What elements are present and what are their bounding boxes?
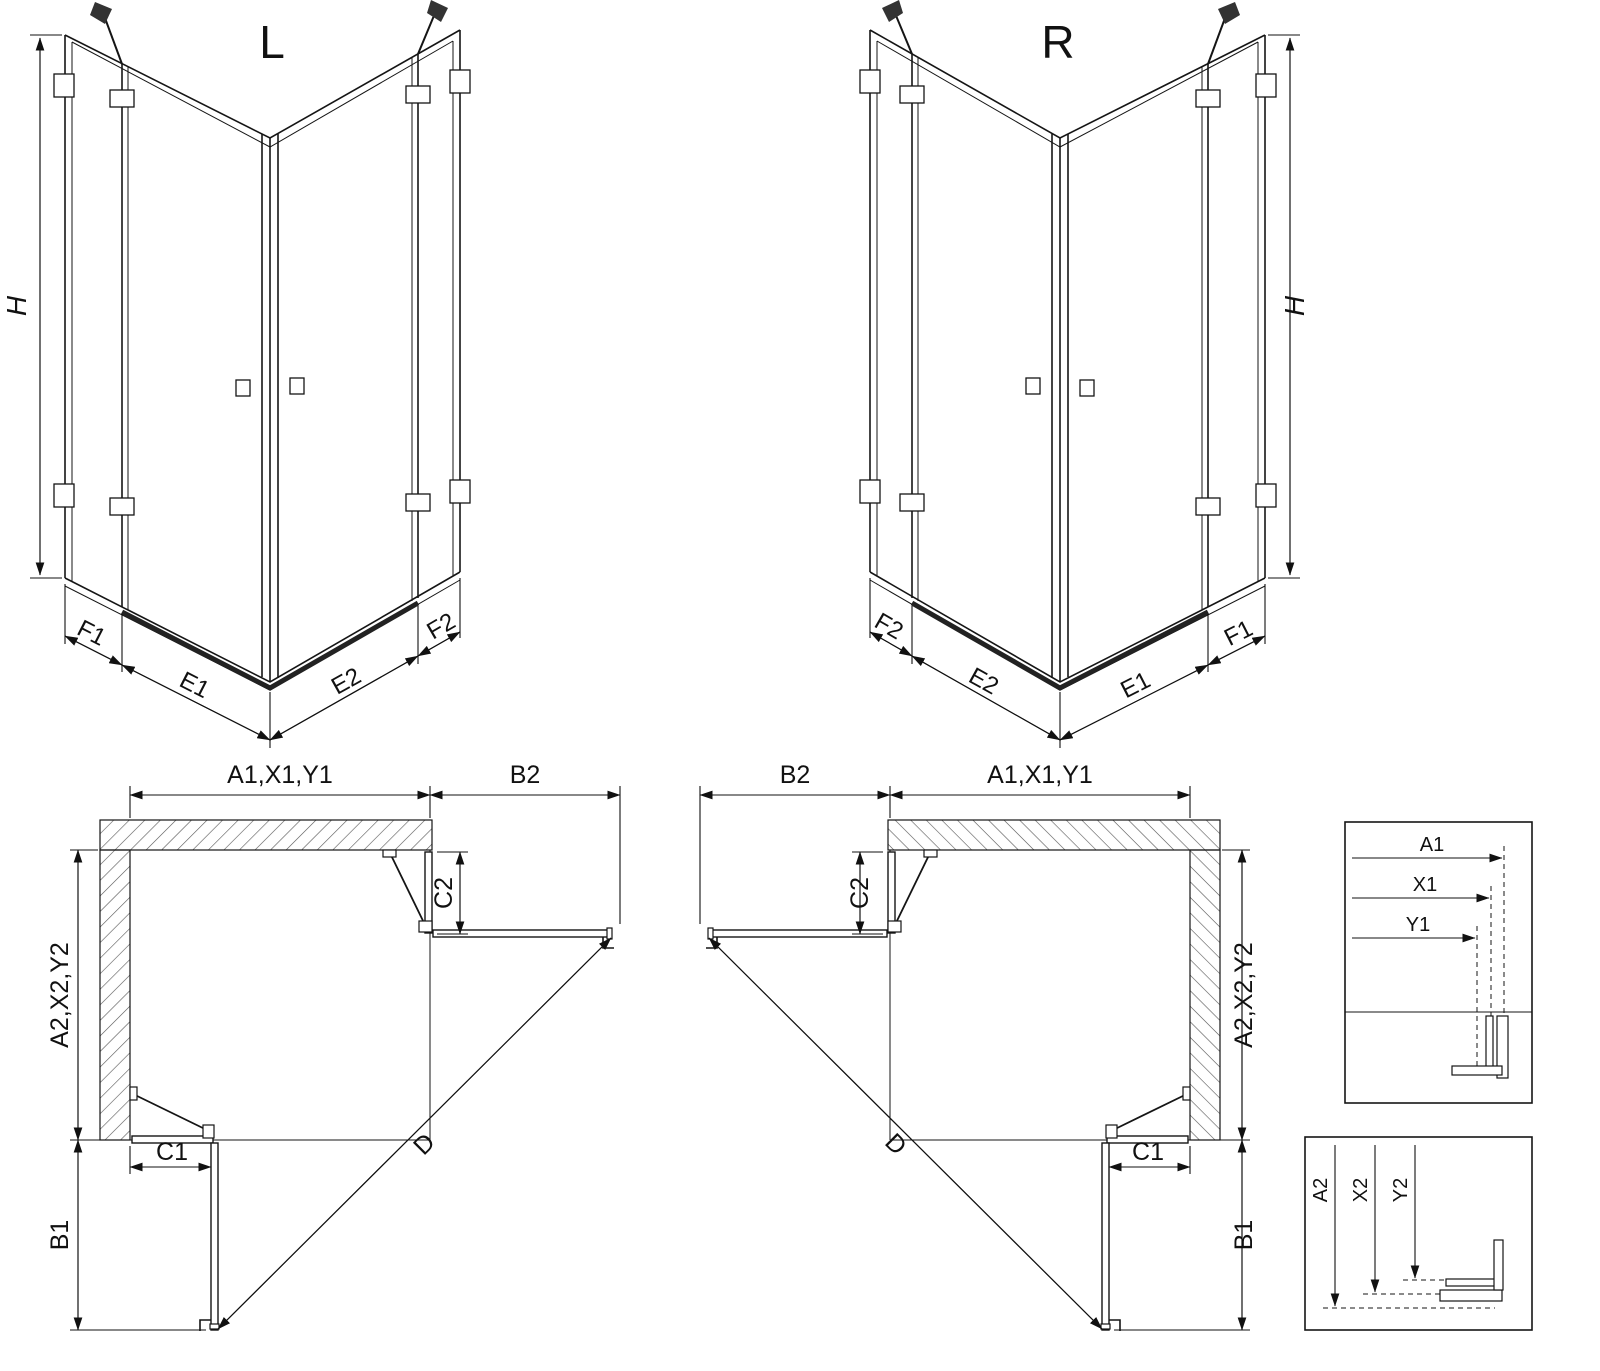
dim-label-h-right: H bbox=[1279, 295, 1310, 316]
dim-label-depth-plan-left: A2,X2,Y2 bbox=[46, 942, 74, 1048]
inset-label-a1: A1 bbox=[1420, 834, 1444, 856]
dim-label-f2-right: F2 bbox=[870, 608, 908, 645]
dim-label-h-left: H bbox=[1, 295, 32, 316]
dim-label-e2-right: E2 bbox=[964, 663, 1003, 701]
labels: L H F1 E1 E2 F2 R H F2 E2 E1 F1 A1,X1,Y1… bbox=[1, 16, 1444, 1250]
dim-label-f1-right: F1 bbox=[1220, 615, 1257, 652]
dim-label-width-plan-right: A1,X1,Y1 bbox=[987, 761, 1093, 789]
dim-label-c1-plan-left: C1 bbox=[156, 1138, 188, 1166]
dim-label-d-plan-left: D bbox=[408, 1128, 441, 1161]
inset-label-y1: Y1 bbox=[1406, 914, 1430, 936]
dim-label-b1-plan-right: B1 bbox=[1230, 1220, 1258, 1251]
dim-label-width-plan-left: A1,X1,Y1 bbox=[227, 761, 333, 789]
inset-label-x1: X1 bbox=[1413, 874, 1437, 896]
dim-label-c2-plan-left: C2 bbox=[430, 877, 458, 909]
dim-label-c1-plan-right: C1 bbox=[1132, 1138, 1164, 1166]
plan-view-left bbox=[70, 786, 620, 1331]
corner-profile-detail bbox=[1451, 1015, 1509, 1079]
view-label-left: L bbox=[259, 16, 285, 68]
dim-label-e1-left: E1 bbox=[175, 667, 213, 704]
detail-inset-top bbox=[1344, 821, 1533, 1104]
dim-label-b2-plan-right: B2 bbox=[780, 761, 811, 789]
dim-label-b1-plan-left: B1 bbox=[46, 1220, 74, 1251]
dim-label-d-plan-right: D bbox=[879, 1128, 912, 1161]
dim-label-f1-left: F1 bbox=[73, 615, 110, 652]
dim-label-e2-left: E2 bbox=[327, 663, 366, 701]
dim-label-c2-plan-right: C2 bbox=[846, 877, 874, 909]
plan-view-right bbox=[700, 786, 1250, 1331]
dim-label-depth-plan-right: A2,X2,Y2 bbox=[1230, 942, 1258, 1048]
dim-label-e1-right: E1 bbox=[1116, 667, 1154, 704]
inset-frame bbox=[1344, 821, 1533, 1104]
inset-frame bbox=[1304, 1136, 1533, 1331]
dim-label-f2-left: F2 bbox=[422, 608, 460, 645]
inset-label-y2: Y2 bbox=[1390, 1178, 1412, 1202]
inset-label-x2: X2 bbox=[1350, 1178, 1372, 1202]
inset-label-a2: A2 bbox=[1310, 1178, 1332, 1202]
corner-profile-detail bbox=[1439, 1239, 1504, 1302]
view-label-right: R bbox=[1041, 16, 1074, 68]
dim-label-b2-plan-left: B2 bbox=[510, 761, 541, 789]
detail-inset-bottom bbox=[1304, 1136, 1533, 1331]
